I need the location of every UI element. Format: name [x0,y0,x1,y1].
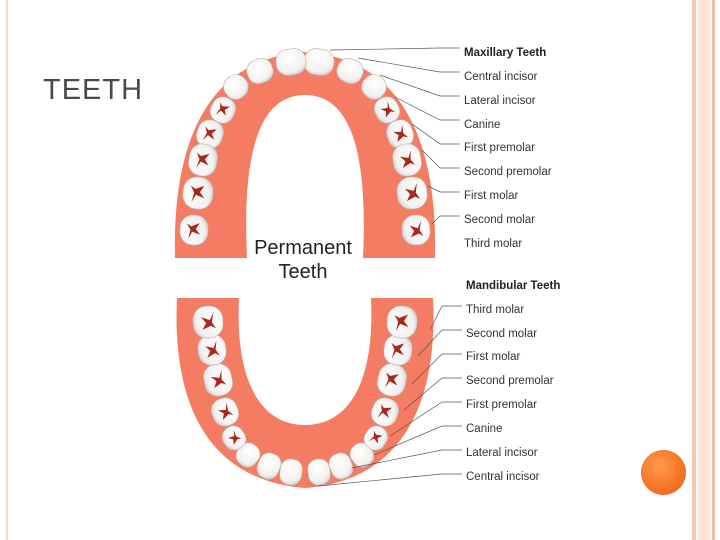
lower-left-central-incisor-tooth [279,458,303,486]
maxillary-header: Maxillary Teeth [464,47,546,59]
lower-leader-line [417,329,462,357]
upper-right-canine-tooth [361,74,387,100]
lower-leader-line [429,305,462,331]
lower-leader-line [403,377,462,411]
center-label-line1: Permanent [254,237,352,259]
leader-lines [317,47,462,487]
upper-left-second-molar-tooth [182,176,214,210]
upper-left-third-molar-tooth [179,214,209,246]
upper-left-canine-tooth [223,74,249,100]
mand-label-first-molar: First molar [466,351,520,363]
mand-label-canine: Canine [466,423,502,435]
upper-leader-line [329,47,460,51]
lower-leader-line [373,425,462,456]
max-label-first-molar: First molar [464,190,518,202]
lower-left-lateral-incisor-tooth [256,452,282,480]
left-border-stripe [6,0,8,540]
upper-gum [174,52,436,258]
upper-right-first-premolar-tooth [373,96,401,124]
lower-leader-line [351,449,462,469]
lower-teeth [192,305,418,486]
lower-leader-line [389,401,462,437]
upper-left-central-incisor-tooth [275,48,307,76]
upper-leader-line [379,74,460,97]
upper-left-second-premolar-tooth [196,119,224,149]
lower-right-second-molar-tooth [383,334,413,366]
right-border-stripe-band [698,0,710,540]
lower-left-second-premolar-tooth [210,397,240,427]
accent-circle [641,450,686,495]
upper-leader-line [431,215,460,225]
mand-label-central-incisor: Central incisor [466,471,540,483]
lower-right-second-premolar-tooth [370,397,400,427]
mand-label-third-molar: Third molar [466,304,524,316]
upper-right-first-molar-tooth [392,143,422,177]
lower-leader-line [411,353,462,385]
right-border-stripe-outer [712,0,715,540]
mand-label-second-molar: Second molar [466,328,537,340]
upper-leader-line [411,123,460,145]
max-label-lateral-incisor: Lateral incisor [464,95,536,107]
max-label-central-incisor: Central incisor [464,71,538,83]
max-label-canine: Canine [464,119,500,131]
upper-leader-line [394,96,460,121]
right-border-stripe-inner [692,0,696,540]
mand-label-second-premolar: Second premolar [466,375,554,387]
upper-leader-line [421,149,460,169]
mand-label-lateral-incisor: Lateral incisor [466,447,538,459]
upper-leader-line [427,185,460,193]
upper-right-lateral-incisor-tooth [336,57,364,85]
lower-left-first-premolar-tooth [221,425,247,451]
upper-right-second-molar-tooth [396,176,428,210]
max-label-first-premolar: First premolar [464,142,535,154]
max-label-second-molar: Second molar [464,214,535,226]
upper-leader-line [357,57,460,73]
lower-leader-line [317,473,462,487]
lower-right-first-premolar-tooth [363,425,389,451]
max-label-third-molar: Third molar [464,238,522,250]
upper-left-first-molar-tooth [188,143,218,177]
mand-label-first-premolar: First premolar [466,399,537,411]
lower-left-third-molar-tooth [192,305,224,339]
slide-title: TEETH [43,74,144,106]
upper-left-lateral-incisor-tooth [246,57,274,85]
mandibular-header: Mandibular Teeth [466,280,560,292]
upper-teeth [179,48,431,246]
center-label-line2: Teeth [279,261,328,283]
lower-right-first-molar-tooth [377,363,407,397]
max-label-second-premolar: Second premolar [464,166,552,178]
upper-right-third-molar-tooth [401,214,431,246]
lower-right-third-molar-tooth [386,305,418,339]
lower-right-lateral-incisor-tooth [328,452,354,480]
lower-right-central-incisor-tooth [307,458,331,486]
